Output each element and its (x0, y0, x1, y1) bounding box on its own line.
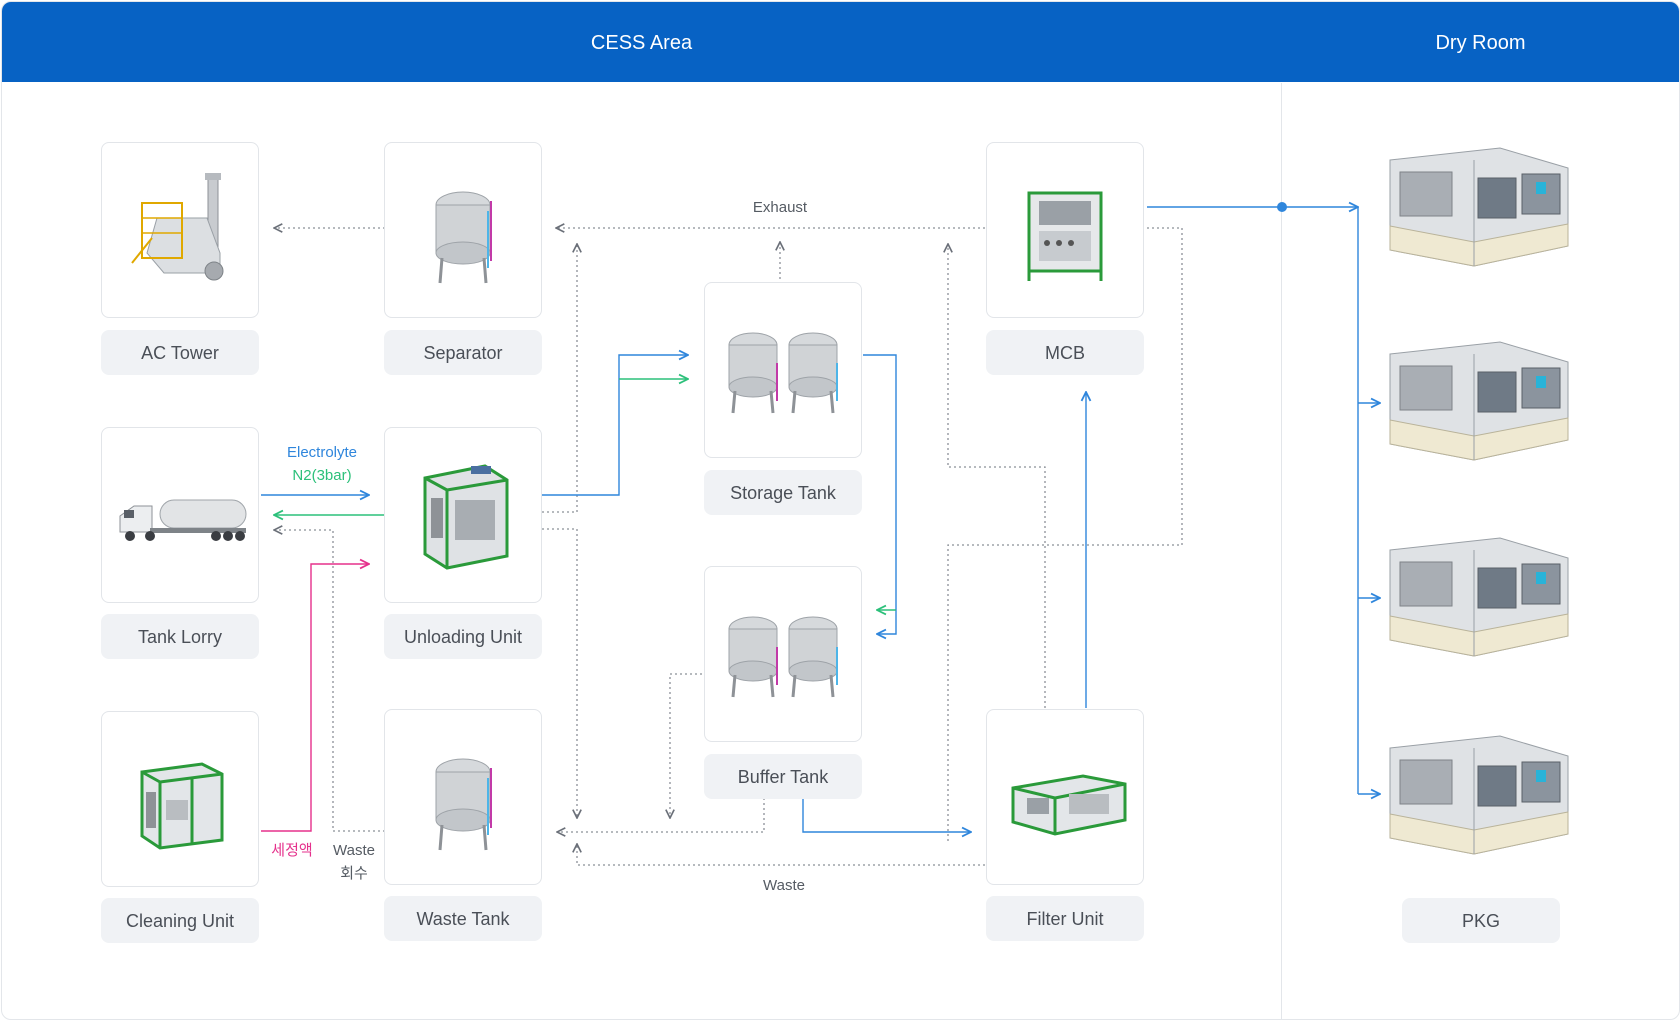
unloading-unit-label: Unloading Unit (384, 614, 542, 659)
waste-recovery-annotation-1: Waste (333, 842, 375, 859)
tank-lorry-card[interactable] (101, 427, 259, 603)
cleaning-unit-label: Cleaning Unit (101, 898, 259, 943)
area-divider (1281, 83, 1282, 1019)
tank-lorry-label: Tank Lorry (101, 614, 259, 659)
buffer-tank-card[interactable] (704, 566, 862, 742)
buffer-tank-label: Buffer Tank (704, 754, 862, 799)
separator-tank-icon (435, 191, 492, 284)
dry-room-title: Dry Room (1435, 32, 1526, 54)
pkg-label: PKG (1402, 898, 1560, 943)
pkg-machine-icon (1389, 735, 1569, 855)
buffer-to-wastetank-line (557, 798, 765, 832)
mcb-card[interactable] (986, 142, 1144, 318)
buffer-waste-line (670, 673, 702, 818)
filter-unit-icon (1011, 774, 1127, 836)
filter-exhaust-line (948, 244, 1046, 708)
storage-to-buffer-line (863, 354, 897, 634)
mcb-icon (1027, 191, 1103, 281)
storage-tank-icon (728, 332, 838, 414)
waste-tank-icon (435, 758, 492, 851)
unloading-unit-icon (423, 464, 509, 570)
pkg-machine-icon (1389, 537, 1569, 657)
filter-unit-card[interactable] (986, 709, 1144, 885)
mcb-waste-line (947, 227, 1183, 844)
unloading-exhaust-line (542, 244, 577, 513)
unloading-to-storage-line (542, 355, 688, 496)
tank-lorry-icon (119, 499, 247, 541)
cleaning-liquid-annotation: 세정액 (271, 842, 313, 859)
junction-dot (1277, 202, 1287, 212)
pkg-machine-icon (1389, 341, 1569, 461)
mcb-label: MCB (986, 330, 1144, 375)
unloading-unit-card[interactable] (384, 427, 542, 603)
separator-card[interactable] (384, 142, 542, 318)
ac-tower-label: AC Tower (101, 330, 259, 375)
unloading-waste-line (542, 528, 577, 818)
header-bar: CESS Area Dry Room (2, 2, 1679, 82)
n2-annotation: N2(3bar) (292, 467, 352, 484)
storage-tank-card[interactable] (704, 282, 862, 458)
filter-waste-line (577, 844, 985, 866)
cess-area-title: CESS Area (590, 32, 693, 54)
separator-label: Separator (384, 330, 542, 375)
pkg-machine-icon (1389, 147, 1569, 267)
cleaning-unit-icon (140, 762, 224, 850)
buffer-to-filter-line (802, 798, 971, 832)
cleaning-unit-card[interactable] (101, 711, 259, 887)
buffer-tank-icon (728, 616, 838, 698)
waste-recovery-line (274, 530, 385, 832)
cleaning-liquid-line (261, 564, 369, 832)
waste-tank-label: Waste Tank (384, 896, 542, 941)
electrolyte-annotation: Electrolyte (286, 444, 358, 461)
waste-recovery-annotation-2: 회수 (340, 865, 368, 882)
ac-tower-icon (131, 173, 224, 281)
filter-unit-label: Filter Unit (986, 896, 1144, 941)
ac-tower-card[interactable] (101, 142, 259, 318)
waste-annotation: Waste (763, 877, 805, 894)
waste-tank-card[interactable] (384, 709, 542, 885)
exhaust-annotation: Exhaust (752, 199, 808, 216)
storage-tank-label: Storage Tank (704, 470, 862, 515)
